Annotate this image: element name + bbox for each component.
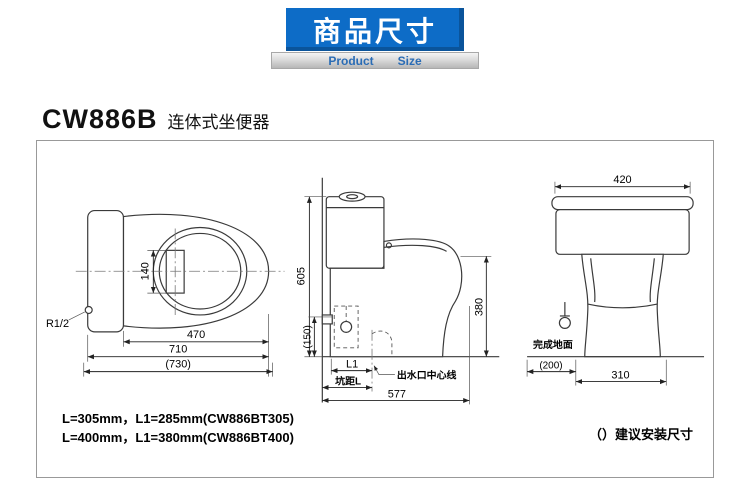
dimension-diagram: 140 470 710 (730) R1/2: [36, 140, 714, 478]
dim-200-label: (200): [539, 361, 562, 372]
side-view-bowl: [329, 238, 463, 358]
dim-577-label: 577: [388, 388, 406, 400]
toilet-technical-drawing: 140 470 710 (730) R1/2: [46, 174, 705, 405]
banner-title: 商品尺寸: [312, 15, 437, 47]
supply-assembly-hidden: [333, 305, 359, 349]
dim-310-label: 310: [611, 370, 629, 382]
model-note-line2: L=400mm，L1=380mm(CW886BT400): [62, 430, 294, 445]
finished-floor-label: 完成地面: [533, 338, 573, 351]
shutoff-valve: [340, 320, 353, 333]
top-view: 140 470 710 (730) R1/2: [46, 209, 285, 377]
legend-note: （）建议安装尺寸: [589, 427, 694, 442]
dim-470-label: 470: [187, 329, 205, 341]
product-model: CW886B: [42, 104, 158, 134]
front-view: 420 完成地面 (200) 31: [526, 174, 705, 386]
dim-710-label: 710: [169, 344, 187, 356]
banner-title-box: 商品尺寸: [286, 8, 464, 51]
dim-l1-label: L1: [346, 359, 358, 371]
dim-420-label: 420: [613, 174, 631, 186]
front-view-tank: [555, 208, 690, 255]
banner-subtitle-left: Product: [328, 53, 374, 68]
trapway-hidden: [371, 330, 393, 357]
model-notes: L=305mm，L1=285mm(CW886BT305) L=400mm，L1=…: [62, 409, 294, 447]
front-view-tank-lid: [551, 196, 694, 211]
water-inlet-fitting: [84, 305, 93, 315]
dim-730-label: (730): [165, 359, 190, 371]
dim-605-label: 605: [295, 267, 307, 285]
side-view: 605 (150) L1 坑距L 出水口中心线 577: [295, 177, 500, 405]
banner-ribbon: Product Size: [271, 52, 479, 69]
flush-button: [338, 191, 366, 202]
product-title: CW886B 连体式坐便器: [42, 104, 270, 135]
dim-140-label: 140: [139, 262, 151, 280]
inlet-thread-label: R1/2: [46, 318, 69, 330]
product-name: 连体式坐便器: [167, 113, 270, 132]
wall-supply-fitting: [321, 314, 333, 325]
supply-valve-front: [558, 316, 571, 329]
outlet-centerline-label: 出水口中心线: [397, 369, 457, 382]
dim-150-label: (150): [302, 325, 313, 348]
pit-distance-label: 坑距L: [335, 375, 361, 388]
model-note-line1: L=305mm，L1=285mm(CW886BT305): [62, 411, 294, 426]
dim-380-label: 380: [473, 298, 485, 316]
seat-hinge: [385, 242, 392, 249]
banner-subtitle-right: Size: [397, 53, 422, 68]
